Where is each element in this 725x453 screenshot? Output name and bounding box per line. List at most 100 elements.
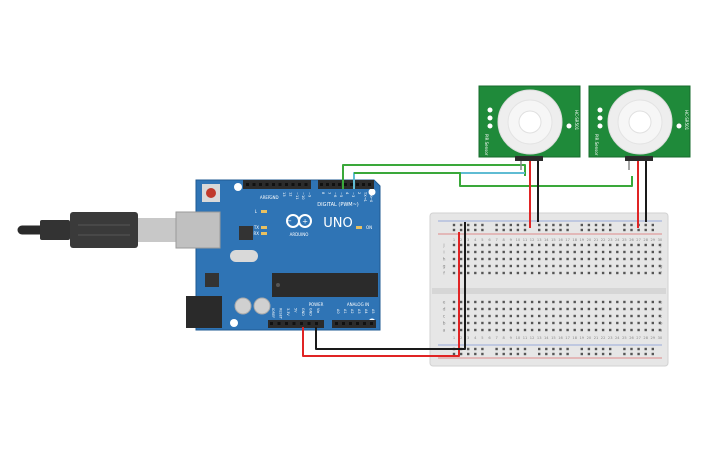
breadboard-hole[interactable]: [630, 307, 633, 311]
rail-hole[interactable]: [644, 228, 647, 232]
rail-hole[interactable]: [559, 347, 562, 351]
breadboard-hole[interactable]: [644, 300, 647, 304]
breadboard-hole[interactable]: [467, 243, 470, 247]
header-pin[interactable]: [285, 322, 288, 325]
breadboard-hole[interactable]: [452, 328, 456, 332]
rail-hole[interactable]: [452, 223, 456, 227]
breadboard-hole[interactable]: [516, 307, 520, 311]
breadboard-hole[interactable]: [623, 271, 626, 275]
breadboard-hole[interactable]: [644, 271, 647, 275]
rail-hole[interactable]: [481, 347, 484, 351]
header-pin[interactable]: [252, 183, 256, 186]
rail-hole[interactable]: [609, 228, 612, 232]
breadboard-hole[interactable]: [601, 300, 605, 304]
breadboard-hole[interactable]: [573, 264, 576, 268]
rail-hole[interactable]: [566, 223, 569, 227]
rail-hole[interactable]: [594, 352, 598, 356]
breadboard-hole[interactable]: [587, 307, 591, 311]
breadboard-hole[interactable]: [488, 264, 491, 268]
breadboard-hole[interactable]: [509, 264, 512, 268]
breadboard-hole[interactable]: [545, 257, 548, 261]
rail-hole[interactable]: [559, 228, 562, 232]
rail-hole[interactable]: [566, 228, 569, 232]
breadboard-hole[interactable]: [651, 307, 654, 311]
breadboard-hole[interactable]: [509, 250, 512, 254]
breadboard-hole[interactable]: [566, 307, 569, 311]
breadboard-hole[interactable]: [538, 328, 541, 332]
rail-hole[interactable]: [594, 223, 598, 227]
header-pin[interactable]: [291, 183, 295, 186]
breadboard-hole[interactable]: [523, 314, 527, 318]
breadboard-hole[interactable]: [658, 328, 662, 332]
rail-hole[interactable]: [509, 228, 512, 232]
breadboard-hole[interactable]: [559, 300, 562, 304]
rail-hole[interactable]: [630, 352, 633, 356]
header-pin[interactable]: [298, 183, 301, 186]
usb-cable[interactable]: [17, 212, 176, 248]
rail-hole[interactable]: [459, 223, 463, 227]
breadboard-hole[interactable]: [488, 300, 491, 304]
breadboard-hole[interactable]: [580, 300, 583, 304]
breadboard-hole[interactable]: [594, 314, 598, 318]
breadboard-hole[interactable]: [552, 264, 555, 268]
breadboard-hole[interactable]: [474, 264, 477, 268]
header-pin[interactable]: [342, 322, 345, 325]
breadboard-hole[interactable]: [623, 250, 626, 254]
breadboard-hole[interactable]: [523, 250, 527, 254]
breadboard-hole[interactable]: [573, 307, 576, 311]
rail-hole[interactable]: [545, 352, 548, 356]
breadboard-hole[interactable]: [601, 328, 605, 332]
breadboard-hole[interactable]: [566, 328, 569, 332]
breadboard-hole[interactable]: [644, 321, 647, 325]
breadboard-hole[interactable]: [559, 328, 562, 332]
breadboard-hole[interactable]: [623, 257, 626, 261]
breadboard-hole[interactable]: [566, 300, 569, 304]
breadboard-hole[interactable]: [651, 250, 654, 254]
breadboard-hole[interactable]: [474, 257, 477, 261]
header-pin[interactable]: [272, 183, 275, 186]
rail-hole[interactable]: [516, 352, 520, 356]
breadboard-hole[interactable]: [481, 243, 484, 247]
breadboard-hole[interactable]: [523, 271, 527, 275]
breadboard-hole[interactable]: [509, 307, 512, 311]
breadboard-hole[interactable]: [516, 328, 520, 332]
breadboard-hole[interactable]: [630, 314, 633, 318]
breadboard-hole[interactable]: [566, 264, 569, 268]
breadboard-hole[interactable]: [538, 314, 541, 318]
rail-hole[interactable]: [623, 347, 626, 351]
rail-hole[interactable]: [630, 228, 633, 232]
breadboard-hole[interactable]: [658, 243, 662, 247]
header-pin[interactable]: [304, 183, 308, 186]
breadboard-hole[interactable]: [523, 307, 527, 311]
header-pin[interactable]: [259, 183, 262, 186]
breadboard-hole[interactable]: [502, 264, 505, 268]
rail-hole[interactable]: [566, 347, 569, 351]
breadboard-hole[interactable]: [609, 328, 612, 332]
rail-hole[interactable]: [502, 347, 505, 351]
breadboard-hole[interactable]: [474, 243, 477, 247]
breadboard-hole[interactable]: [580, 321, 583, 325]
breadboard-hole[interactable]: [644, 243, 647, 247]
breadboard-hole[interactable]: [530, 314, 534, 318]
wire-gnd[interactable]: [315, 222, 466, 350]
breadboard-hole[interactable]: [609, 271, 612, 275]
header-pin[interactable]: [349, 322, 352, 325]
breadboard-hole[interactable]: [630, 250, 633, 254]
rail-hole[interactable]: [580, 228, 583, 232]
breadboard-hole[interactable]: [545, 271, 548, 275]
breadboard-hole[interactable]: [580, 264, 583, 268]
breadboard-hole[interactable]: [616, 321, 619, 325]
header-pin[interactable]: [307, 322, 311, 325]
rail-hole[interactable]: [623, 223, 626, 227]
breadboard-hole[interactable]: [530, 250, 534, 254]
rail-hole[interactable]: [637, 352, 640, 356]
rail-hole[interactable]: [538, 223, 541, 227]
breadboard-hole[interactable]: [467, 300, 470, 304]
breadboard-hole[interactable]: [637, 243, 640, 247]
breadboard-hole[interactable]: [594, 321, 598, 325]
rail-hole[interactable]: [538, 228, 541, 232]
breadboard-hole[interactable]: [594, 328, 598, 332]
rail-hole[interactable]: [637, 228, 640, 232]
breadboard-hole[interactable]: [530, 300, 534, 304]
breadboard-hole[interactable]: [573, 314, 576, 318]
